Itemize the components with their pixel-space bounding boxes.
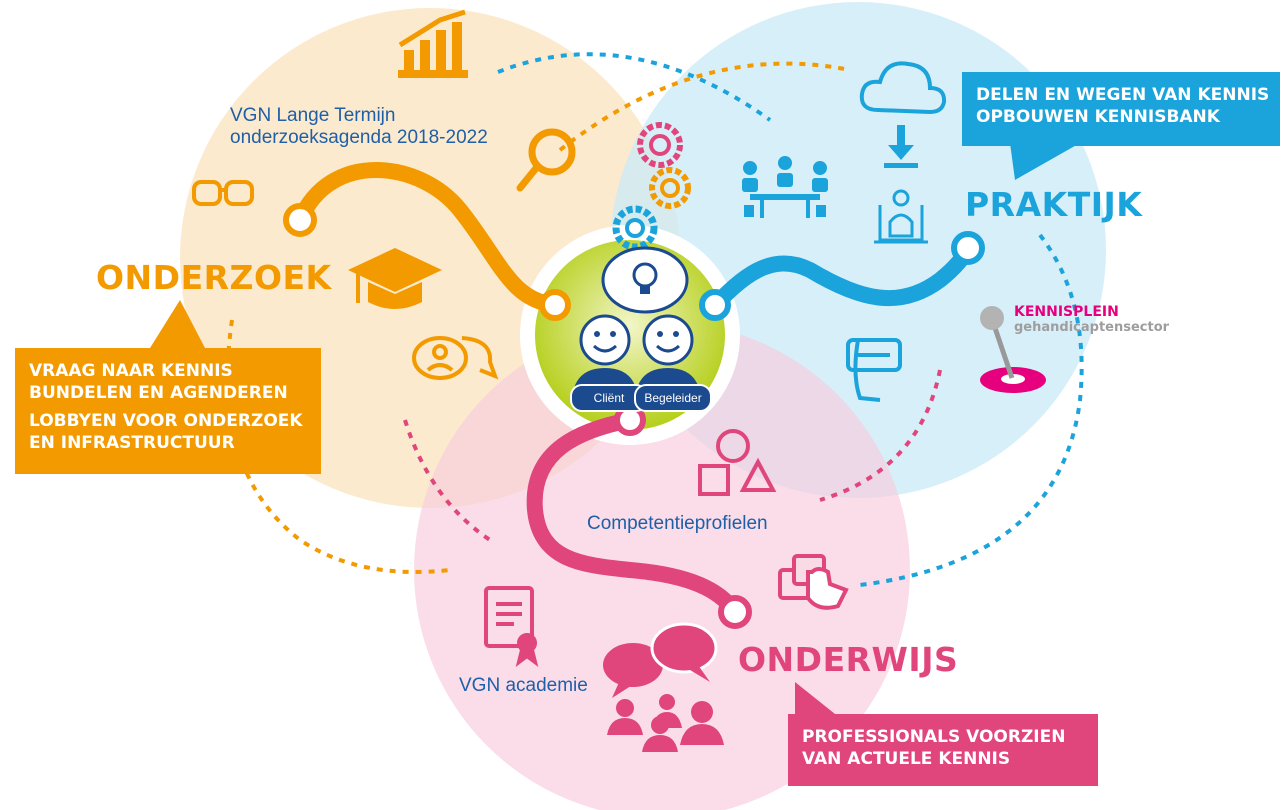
kennisplein-subtitle: gehandicaptensector bbox=[1014, 320, 1170, 335]
onderzoek-heading: ONDERZOEK bbox=[96, 258, 332, 297]
onderwijs-callout-line: PROFESSIONALS VOORZIEN bbox=[802, 727, 1066, 747]
praktijk-callout-line: OPBOUWEN KENNISBANK bbox=[976, 107, 1220, 127]
praktijk-box-tail bbox=[1010, 143, 1080, 180]
meeting-icon bbox=[742, 156, 828, 218]
onderzoek-road bbox=[292, 162, 563, 313]
begeleider-face-icon bbox=[642, 314, 694, 366]
client-face-icon bbox=[579, 314, 631, 366]
agenda-title-line1: VGN Lange Termijn bbox=[230, 105, 396, 126]
begeleider-badge: Begeleider bbox=[634, 384, 712, 412]
onderwijs-callout-line: VAN ACTUELE KENNIS bbox=[802, 749, 1011, 769]
onderwijs-heading: ONDERWIJS bbox=[738, 640, 959, 679]
praktijk-callout: DELEN EN WEGEN VAN KENNIS OPBOUWEN KENNI… bbox=[962, 72, 1280, 146]
onderwijs-box-tail bbox=[795, 682, 840, 718]
praktijk-road bbox=[707, 240, 976, 313]
person-icon bbox=[874, 189, 928, 244]
people-icon bbox=[607, 694, 724, 752]
onderwijs-road bbox=[526, 412, 743, 620]
onderzoek-callout: VRAAG NAAR KENNIS BUNDELEN EN AGENDEREN … bbox=[15, 348, 321, 474]
graduation-cap-icon bbox=[348, 248, 442, 309]
cloud-icon bbox=[859, 61, 947, 115]
pin-icon bbox=[980, 306, 1046, 393]
glasses-icon bbox=[192, 180, 254, 206]
praktijk-heading: PRAKTIJK bbox=[965, 185, 1143, 224]
chart-icon bbox=[398, 9, 468, 78]
lightbulb-icon bbox=[601, 246, 689, 314]
speech-bubbles-icon bbox=[603, 622, 718, 698]
onderzoek-box-tail bbox=[150, 300, 205, 348]
onderzoek-callout-line: EN INFRASTRUCTUUR bbox=[29, 433, 235, 453]
touch-icon bbox=[778, 554, 849, 610]
agenda-title-line2: onderzoeksagenda 2018-2022 bbox=[230, 127, 488, 148]
academie-label: VGN academie bbox=[459, 675, 588, 696]
gear-icon bbox=[649, 167, 691, 209]
magnifier-icon bbox=[516, 128, 576, 192]
chat-icon bbox=[412, 336, 499, 380]
onderzoek-callout-line: BUNDELEN EN AGENDEREN bbox=[29, 383, 288, 403]
vr-headset-icon bbox=[846, 338, 902, 402]
gear-icon bbox=[612, 205, 658, 251]
onderzoek-callout-line: LOBBYEN VOOR ONDERZOEK bbox=[29, 411, 303, 431]
shapes-icon bbox=[698, 429, 777, 496]
gear-icon bbox=[637, 122, 683, 168]
certificate-icon bbox=[484, 586, 539, 667]
onderwijs-callout: PROFESSIONALS VOORZIEN VAN ACTUELE KENNI… bbox=[788, 714, 1098, 786]
download-icon bbox=[884, 125, 918, 168]
kennisplein-title: KENNISPLEIN bbox=[1014, 304, 1119, 320]
competentie-label: Competentieprofielen bbox=[587, 513, 768, 534]
onderzoek-callout-line: VRAAG NAAR KENNIS bbox=[29, 361, 233, 381]
praktijk-callout-line: DELEN EN WEGEN VAN KENNIS bbox=[976, 85, 1270, 105]
